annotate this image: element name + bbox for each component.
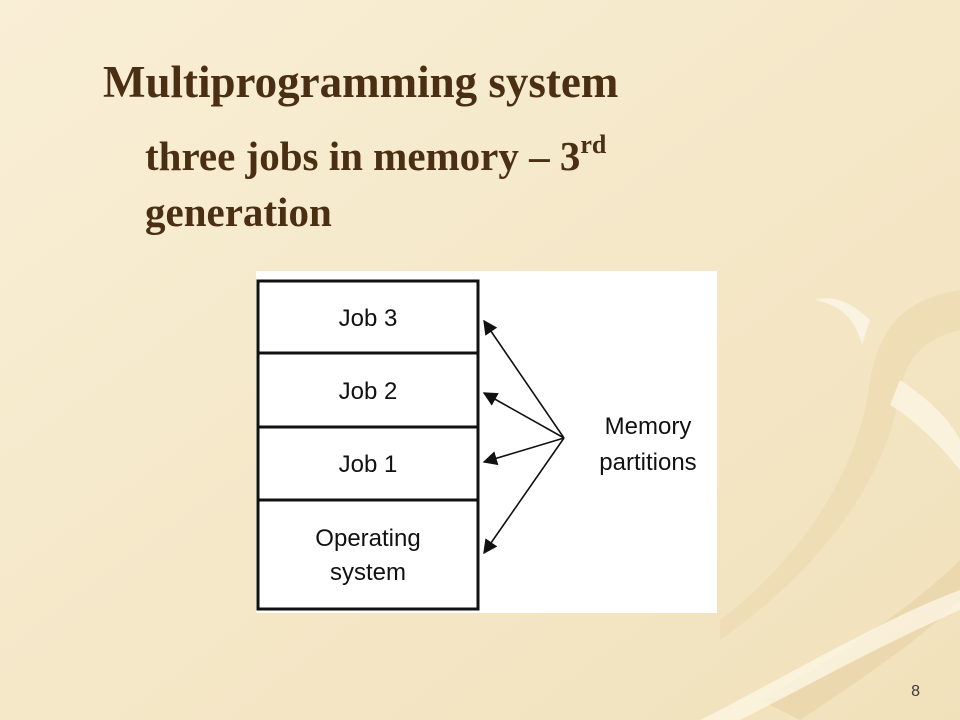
arrow-to-job-3 bbox=[483, 319, 565, 439]
arrow-to-job-1 bbox=[482, 437, 565, 466]
partition-label-job-2: Job 2 bbox=[339, 378, 398, 405]
slide-subtitle: three jobs in memory – 3rd generation bbox=[145, 128, 865, 240]
subtitle-line-1: three jobs in memory – 3rd bbox=[145, 128, 865, 184]
annotation-line-1: Memory bbox=[605, 413, 692, 440]
arrow-to-job-2 bbox=[482, 392, 565, 439]
memory-stack-outline bbox=[256, 279, 480, 611]
subtitle-superscript: rd bbox=[580, 130, 607, 159]
page-number: 8 bbox=[911, 683, 920, 700]
partition-label-job-1: Job 1 bbox=[339, 451, 398, 478]
annotation-line-2: partitions bbox=[599, 449, 696, 476]
memory-partitions-diagram: Job 3 Job 2 Job 1 Operating system Memor… bbox=[256, 271, 717, 613]
slide-title: Multiprogramming system bbox=[103, 57, 619, 107]
partition-label-os-line-2: system bbox=[330, 559, 406, 586]
partition-label-job-3: Job 3 bbox=[339, 305, 398, 332]
subtitle-line-2: generation bbox=[145, 189, 332, 235]
subtitle-main-text: three jobs in memory – 3 bbox=[145, 133, 581, 179]
arrow-to-operating-system bbox=[483, 437, 565, 555]
partition-label-os-line-1: Operating bbox=[315, 525, 420, 552]
